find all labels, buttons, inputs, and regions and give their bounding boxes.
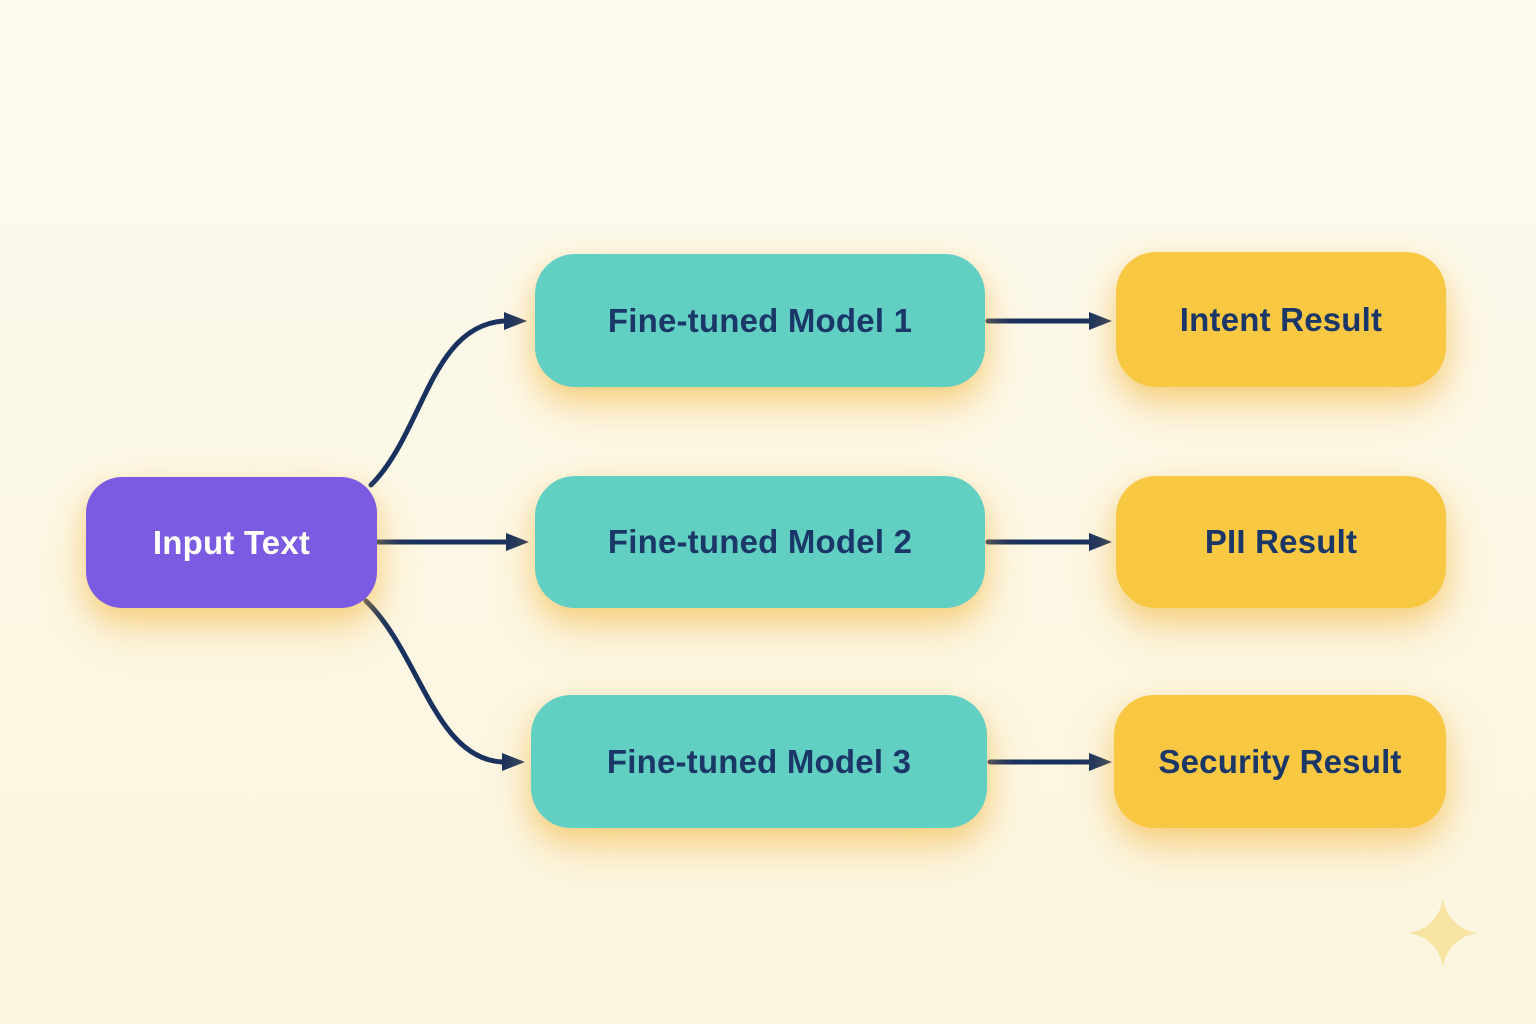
node-security-result-label: Security Result	[1158, 742, 1402, 780]
node-fine-tuned-model-1: Fine-tuned Model 1	[535, 254, 985, 387]
node-fine-tuned-model-1-label: Fine-tuned Model 1	[607, 301, 913, 339]
sparkle-shape	[1408, 898, 1478, 968]
node-pii-result: PII Result	[1116, 476, 1446, 608]
sparkle-icon	[1408, 898, 1478, 968]
arrowhead-model1-to-result1	[1089, 312, 1112, 330]
arrowhead-input-to-model1	[504, 312, 527, 330]
node-pii-result-label: PII Result	[1204, 523, 1358, 560]
arrowhead-model3-to-result3	[1089, 753, 1112, 771]
node-input-text-label: Input Text	[152, 523, 311, 561]
arrow-input-to-model3	[363, 598, 505, 765]
node-fine-tuned-model-3: Fine-tuned Model 3	[531, 695, 987, 828]
arrowhead-model2-to-result2	[1089, 533, 1112, 551]
node-fine-tuned-model-3-label: Fine-tuned Model 3	[606, 742, 912, 780]
arrow-input-to-model1	[368, 318, 507, 488]
node-security-result: Security Result	[1114, 695, 1446, 828]
arrowhead-input-to-model3	[502, 753, 525, 771]
node-intent-result-label: Intent Result	[1179, 300, 1383, 338]
node-fine-tuned-model-2-label: Fine-tuned Model 2	[607, 523, 913, 560]
node-intent-result: Intent Result	[1116, 252, 1446, 387]
arrowhead-input-to-model2	[506, 533, 529, 551]
node-fine-tuned-model-2: Fine-tuned Model 2	[535, 476, 985, 608]
node-input-text: Input Text	[86, 477, 377, 608]
